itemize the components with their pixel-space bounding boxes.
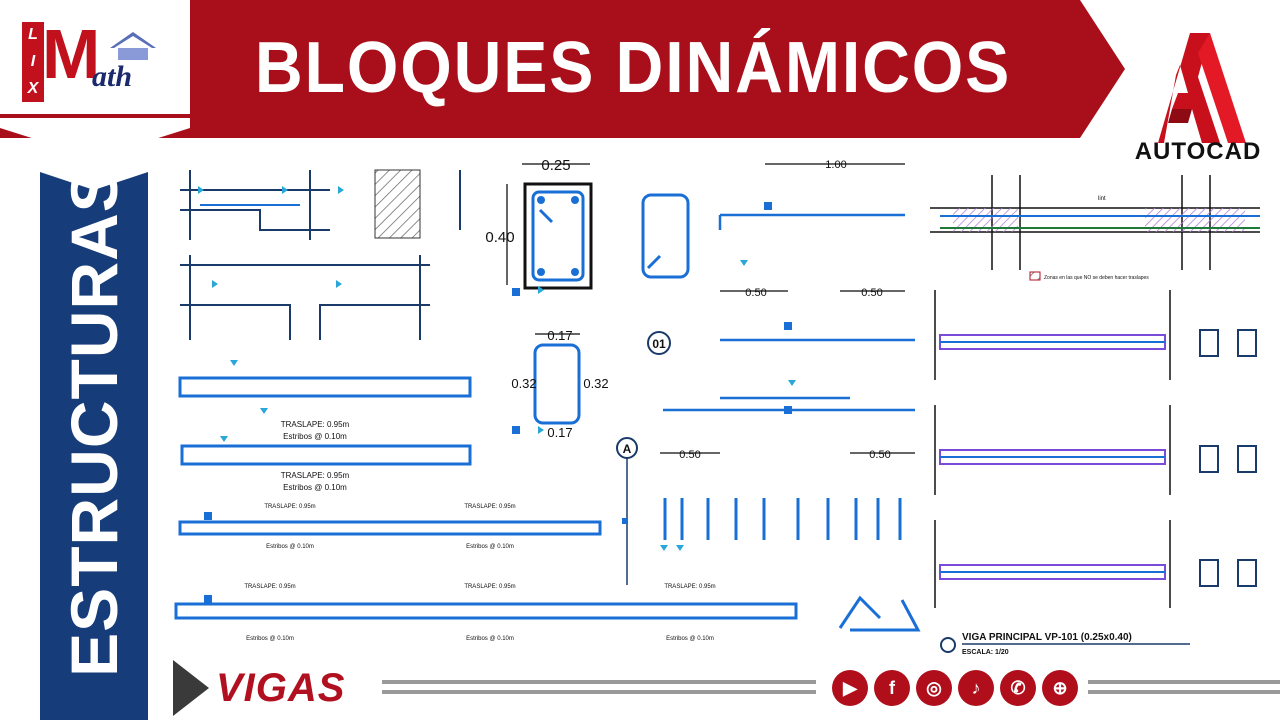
side-label: ESTRUCTURAS [57, 167, 131, 677]
divider-line [382, 680, 816, 684]
frame-beam-2 [180, 255, 430, 340]
dim-label: 0.32 [511, 376, 536, 391]
node-marker-01: 01 [647, 331, 671, 355]
hook-bar [838, 595, 921, 632]
dim-label: 0.50 [869, 449, 890, 461]
play-icon [173, 660, 209, 716]
logo-letter: L [28, 26, 38, 44]
cad-drawing: 0.25 0.40 0.17 0.32 0.32 0.17 01 A [174, 157, 1260, 656]
logo-m-letter: M [42, 15, 101, 93]
instagram-icon[interactable]: ◎ [916, 670, 952, 706]
beam-detail-2 [934, 405, 1257, 495]
column-section-small: 0.17 0.32 0.32 0.17 [511, 328, 608, 440]
house-icon [110, 32, 156, 60]
estribos-label: Estribos @ 0.10m [466, 636, 514, 642]
frame-beam-1 [180, 170, 330, 240]
estribos-label: Estribos @ 0.10m [283, 483, 347, 492]
autocad-logo-icon [1158, 33, 1246, 143]
facebook-icon[interactable]: f [874, 670, 910, 706]
logo-letter: X [27, 79, 39, 97]
hatch-note: Zonas en las que NO se deben hacer trasl… [1044, 275, 1149, 281]
stirrup [641, 193, 690, 279]
beam-traslape-2: TRASLAPE: 0.95m TRASLAPE: 0.95m Estribos… [178, 504, 602, 550]
header-title-wrap: BLOQUES DINÁMICOS [193, 8, 1073, 128]
rebar-lines [663, 213, 915, 412]
title-block-title: VIGA PRINCIPAL VP-101 (0.25x0.40) [962, 632, 1132, 643]
traslape-label: TRASLAPE: 0.95m [264, 504, 315, 510]
traslape-label: TRASLAPE: 0.95m [464, 584, 515, 590]
section-hatch [374, 169, 461, 239]
beam-elevation-zones: lint Zonas en las que NO se deben hacer … [930, 175, 1260, 281]
estribos-label: Estribos @ 0.10m [283, 432, 347, 441]
estribos-label: Estribos @ 0.10m [246, 636, 294, 642]
logo-lix-strip: L I X [22, 22, 44, 102]
node-label: A [623, 442, 632, 456]
side-label-wrap: ESTRUCTURAS [40, 167, 148, 677]
dim-label: 0.50 [679, 449, 700, 461]
title-block: VIGA PRINCIPAL VP-101 (0.25x0.40) ESCALA… [940, 632, 1190, 656]
autocad-label: AUTOCAD [1134, 138, 1262, 165]
title-block-scale: ESCALA: 1/20 [962, 649, 1009, 656]
youtube-icon[interactable]: ▶ [832, 670, 868, 706]
node-marker-a: A [616, 437, 638, 585]
estribos-label: Estribos @ 0.10m [466, 544, 514, 550]
beam-traslape-3: TRASLAPE: 0.95m TRASLAPE: 0.95m TRASLAPE… [174, 584, 798, 642]
dim-label: 0.32 [583, 376, 608, 391]
beam-detail-3 [934, 520, 1257, 608]
brand-logo: L I X M ath [0, 0, 190, 118]
dim-label: 0.17 [547, 425, 572, 440]
lint-label: lint [1098, 196, 1106, 202]
traslape-label: TRASLAPE: 0.95m [281, 471, 350, 480]
section-label: VIGAS [216, 666, 346, 710]
beam-detail-1 [934, 290, 1257, 380]
side-band [40, 172, 148, 720]
web-icon[interactable]: ⊕ [1042, 670, 1078, 706]
dim-label: 1.00 [825, 159, 846, 171]
logo-letter: I [30, 52, 36, 70]
dim-label: 0.40 [485, 229, 514, 246]
beam-traslape-1: TRASLAPE: 0.95m Estribos @ 0.10m TRASLAP… [180, 420, 472, 492]
divider-line [382, 690, 816, 694]
tiktok-icon[interactable]: ♪ [958, 670, 994, 706]
column-section-large: 0.25 0.40 [485, 157, 593, 290]
vertical-bars [663, 498, 902, 540]
divider-line [1088, 680, 1280, 684]
grip-markers [198, 186, 796, 603]
logo-ath-text: ath [92, 60, 133, 93]
dim-lines [660, 163, 915, 454]
whatsapp-icon[interactable]: ✆ [1000, 670, 1036, 706]
dim-label: 0.25 [541, 157, 570, 174]
dim-label: 0.17 [547, 328, 572, 343]
beam-simple [178, 376, 472, 398]
page-title: BLOQUES DINÁMICOS [254, 28, 1012, 108]
divider-line [1088, 690, 1280, 694]
traslape-label: TRASLAPE: 0.95m [244, 584, 295, 590]
traslape-label: TRASLAPE: 0.95m [464, 504, 515, 510]
estribos-label: Estribos @ 0.10m [266, 544, 314, 550]
node-label: 01 [652, 337, 666, 351]
estribos-label: Estribos @ 0.10m [666, 636, 714, 642]
social-links: ▶ f ◎ ♪ ✆ ⊕ [832, 670, 1078, 706]
traslape-label: TRASLAPE: 0.95m [281, 420, 350, 429]
traslape-label: TRASLAPE: 0.95m [664, 584, 715, 590]
dim-label: 0.50 [745, 287, 766, 299]
dim-label: 0.50 [861, 287, 882, 299]
